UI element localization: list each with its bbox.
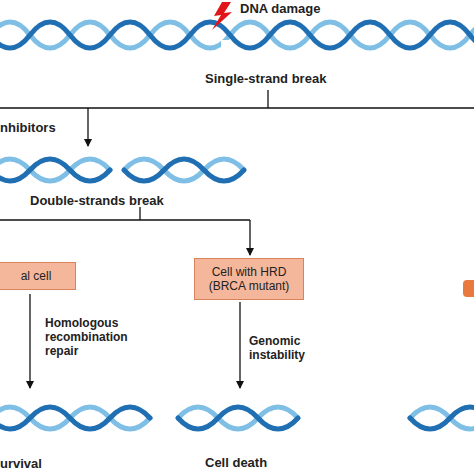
damage-bolt bbox=[212, 2, 232, 30]
text-label: Cell death bbox=[205, 456, 295, 470]
text-label: Homologous recombination repair bbox=[45, 316, 137, 358]
text-label: Genomic instability bbox=[249, 334, 321, 362]
text-label: DNA damage bbox=[240, 2, 360, 16]
flow-lines bbox=[0, 90, 474, 388]
dna-helix bbox=[0, 407, 474, 429]
text-label: nhibitors bbox=[0, 121, 90, 135]
cell-box: al cell bbox=[0, 262, 76, 290]
box-text: Cell with HRD (BRCA mutant) bbox=[201, 265, 297, 293]
box-text: al cell bbox=[21, 269, 52, 283]
dna-helix bbox=[0, 159, 244, 181]
text-label: urvival bbox=[0, 457, 80, 471]
dna-helix bbox=[0, 22, 474, 56]
cropped-box bbox=[463, 280, 474, 297]
text-label: Double-strands break bbox=[30, 194, 180, 208]
cell-box: Cell with HRD (BRCA mutant) bbox=[194, 258, 304, 300]
text-label: Single-strand break bbox=[205, 72, 345, 86]
